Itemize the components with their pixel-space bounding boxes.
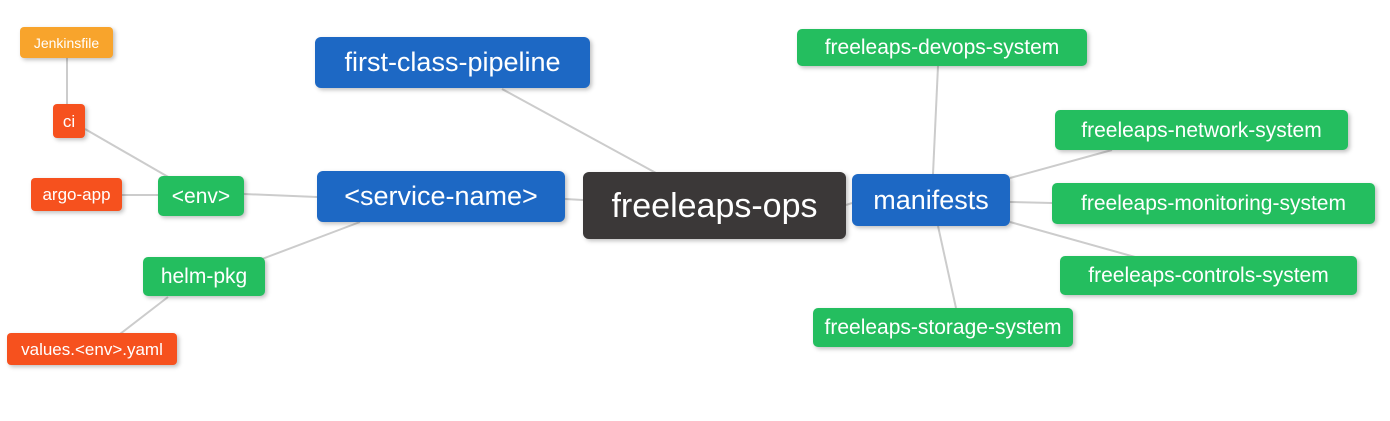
node-freeleaps-devops-system[interactable]: freeleaps-devops-system: [797, 29, 1087, 66]
edge-manifests-monitoring: [1009, 201, 1053, 204]
node-manifests[interactable]: manifests: [852, 174, 1010, 226]
node-first-class-pipeline[interactable]: first-class-pipeline: [315, 37, 590, 88]
edge-service-freeleaps-ops: [564, 198, 584, 201]
node-service-name[interactable]: <service-name>: [317, 171, 565, 222]
edge-manifests-network: [1009, 149, 1113, 179]
node-freeleaps-storage-system[interactable]: freeleaps-storage-system: [813, 308, 1073, 347]
edge-manifests-devops: [932, 65, 939, 175]
edge-pipeline-freeleaps-ops: [501, 88, 657, 174]
node-freeleaps-ops-root[interactable]: freeleaps-ops: [583, 172, 846, 239]
node-values-env-yaml[interactable]: values.<env>.yaml: [7, 333, 177, 365]
node-freeleaps-controls-system[interactable]: freeleaps-controls-system: [1060, 256, 1357, 295]
node-freeleaps-monitoring-system[interactable]: freeleaps-monitoring-system: [1052, 183, 1375, 224]
edge-manifests-storage: [937, 225, 957, 309]
node-freeleaps-network-system[interactable]: freeleaps-network-system: [1055, 110, 1348, 150]
edge-freeleaps-ops-manifests: [845, 202, 853, 206]
node-helm-pkg[interactable]: helm-pkg: [143, 257, 265, 296]
node-jenkinsfile[interactable]: Jenkinsfile: [20, 27, 113, 58]
node-argo-app[interactable]: argo-app: [31, 178, 122, 211]
node-env[interactable]: <env>: [158, 176, 244, 216]
edge-manifests-controls: [1009, 221, 1136, 258]
node-ci[interactable]: ci: [53, 104, 85, 138]
edge-helm-pkg-service-name: [261, 221, 361, 260]
edge-ci-env: [84, 128, 171, 179]
edge-env-service-name: [243, 193, 318, 198]
edge-helm-pkg-values: [119, 296, 169, 335]
